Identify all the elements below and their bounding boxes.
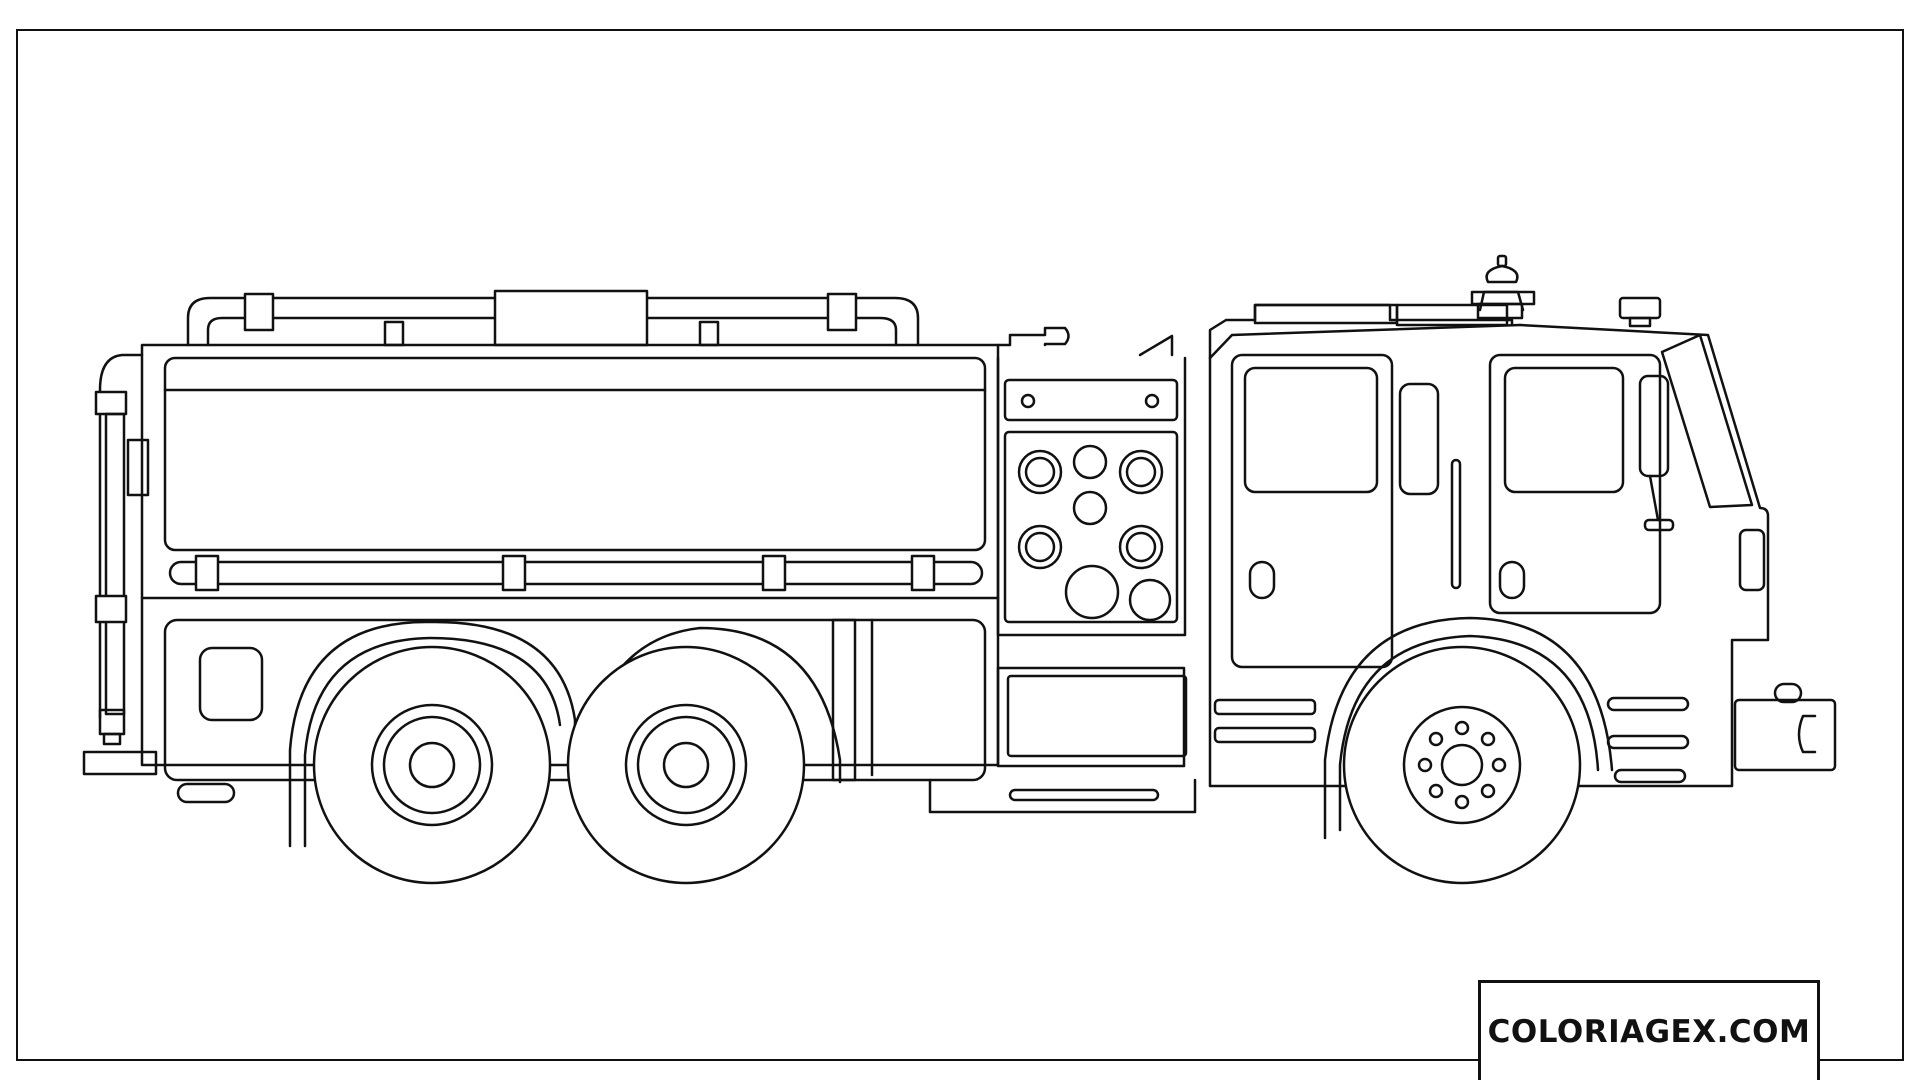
site-credit-text: COLORIAGEX.COM bbox=[1487, 1013, 1811, 1050]
rear-wheel-2 bbox=[566, 626, 842, 885]
front-wheel bbox=[1323, 616, 1614, 885]
lug-nuts bbox=[1417, 720, 1507, 810]
rear-wheel-1 bbox=[288, 620, 577, 885]
page-frame bbox=[16, 29, 1904, 1061]
cab bbox=[1208, 254, 1837, 788]
site-credit-box: COLORIAGEX.COM bbox=[1478, 980, 1820, 1080]
pump-panel bbox=[928, 326, 1197, 814]
